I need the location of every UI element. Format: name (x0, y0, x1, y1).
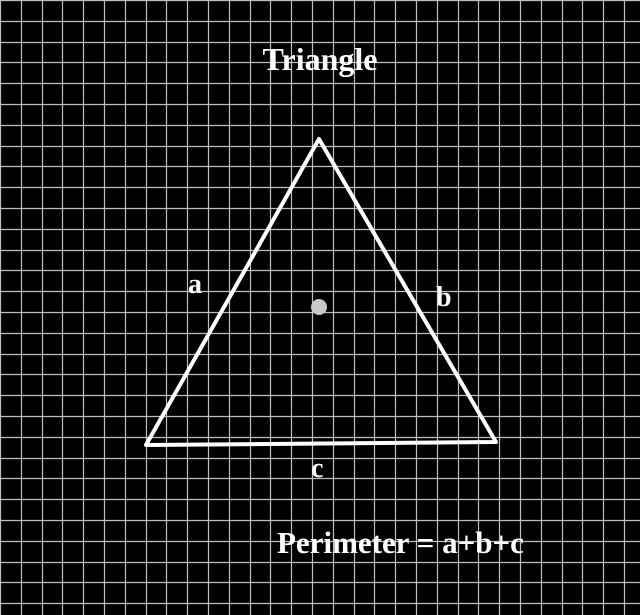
centroid-dot (311, 299, 327, 315)
side-a-label: a (188, 269, 202, 300)
side-b-label: b (436, 282, 452, 313)
perimeter-formula: Perimeter = a+b+c (277, 525, 524, 560)
triangle-shape (144, 137, 498, 447)
diagram-title: Triangle (262, 41, 378, 77)
side-c-label: c (311, 453, 324, 484)
